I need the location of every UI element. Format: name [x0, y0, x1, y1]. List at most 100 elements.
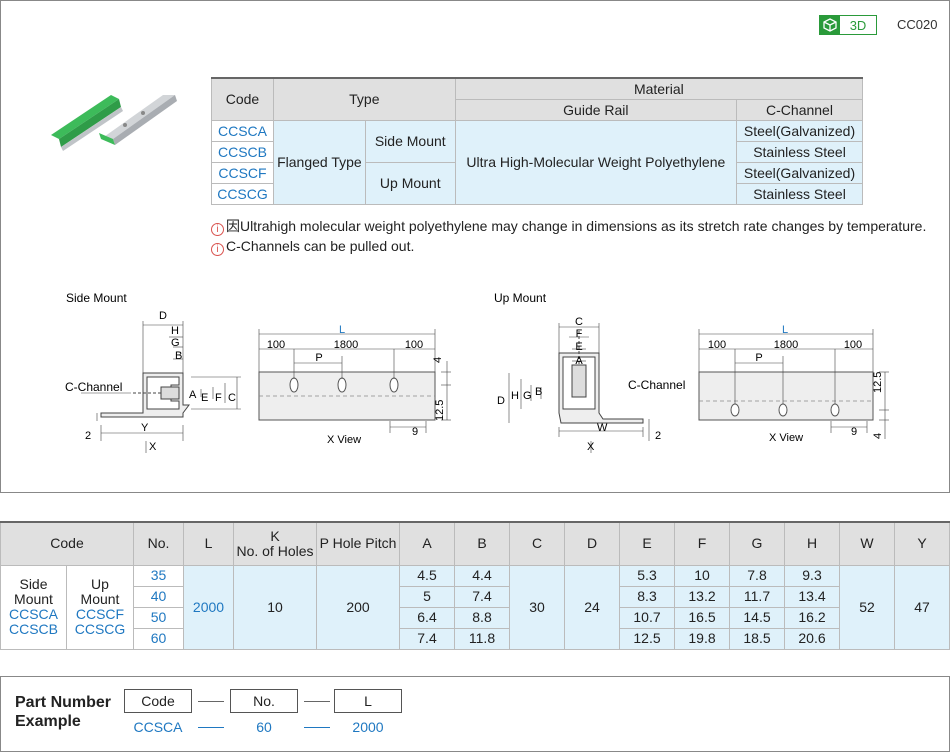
code-link[interactable]: CCSCF — [75, 606, 125, 622]
side-mount-title: Side Mount — [66, 291, 127, 305]
header-code: Code — [0, 521, 134, 566]
catalog-code: CC020 — [897, 17, 938, 32]
header-c: C — [509, 521, 565, 566]
header-e: E — [619, 521, 675, 566]
example-no-box: No. — [230, 689, 298, 713]
up-mount-title: Up Mount — [494, 291, 547, 305]
dim-label: H — [171, 325, 179, 337]
c-channel-callout: C-Channel — [628, 378, 685, 392]
dim-label: D — [497, 395, 505, 407]
example-code-value: CCSCA — [133, 719, 183, 735]
dim-label: 2 — [655, 430, 661, 442]
g-value: 11.7 — [729, 585, 785, 608]
side-mount-drawing: Side Mount D H G B A E F C C-Channel 2 Y — [65, 291, 451, 453]
no-value[interactable]: 40 — [133, 585, 184, 608]
side-label: Side — [19, 576, 48, 592]
dim-label: A — [575, 355, 583, 367]
dim-label: 9 — [851, 426, 857, 438]
a-value: 7.4 — [399, 627, 455, 650]
dim-label: E — [575, 341, 582, 353]
dim-label: 100 — [844, 339, 862, 351]
l-value[interactable]: 2000 — [183, 564, 234, 650]
c-value: 30 — [509, 564, 565, 650]
no-value[interactable]: 50 — [133, 606, 184, 629]
dim-label: 4 — [432, 357, 444, 363]
dim-label: 100 — [708, 339, 726, 351]
code-link[interactable]: CCSCG — [74, 621, 126, 637]
up-label: Up — [91, 576, 109, 592]
dim-label: E — [201, 392, 208, 404]
e-value: 8.3 — [619, 585, 675, 608]
dim-label: X — [149, 441, 157, 453]
e-value: 5.3 — [619, 564, 675, 587]
type-main: Flanged Type — [272, 119, 366, 205]
k-value: 10 — [233, 564, 317, 650]
x-view-label: X View — [327, 434, 361, 446]
dim-label: 12.5 — [434, 400, 446, 421]
f-value: 16.5 — [674, 606, 730, 629]
up-mount-codes: Up Mount CCSCF CCSCG — [66, 564, 134, 650]
b-value: 8.8 — [454, 606, 510, 629]
3d-button[interactable]: 3D — [819, 15, 877, 35]
dim-label: 9 — [412, 426, 418, 438]
side-mount-codes: Side Mount CCSCA CCSCB — [0, 564, 67, 650]
dim-label: L — [339, 324, 345, 336]
spec-table: Code Type Material Guide Rail C-Channel … — [211, 77, 864, 205]
up-mount-drawing: Up Mount C F E A D H G B C-Channel W 2 X — [494, 291, 889, 453]
dim-label: P — [755, 352, 762, 364]
c-channel-material: Steel(Galvanized) — [736, 119, 863, 142]
side-label: Mount — [14, 591, 53, 607]
dim-label: C — [575, 316, 583, 328]
header-k-line2: No. of Holes — [236, 542, 314, 559]
dim-label: L — [782, 324, 788, 336]
f-value: 19.8 — [674, 627, 730, 650]
part-number-example: Part Number Example Code No. L CCSCA 60 … — [0, 676, 950, 752]
code-link[interactable]: CCSCA — [8, 606, 58, 622]
dim-label: 100 — [405, 339, 423, 351]
type-side: Side Mount — [364, 119, 456, 163]
c-channel-callout: C-Channel — [65, 380, 122, 394]
f-value: 13.2 — [674, 585, 730, 608]
guide-rail-material: Ultra High-Molecular Weight Polyethylene — [454, 119, 738, 205]
header-f: F — [674, 521, 730, 566]
table-row: 60 7.4 11.8 12.5 19.8 18.5 20.6 — [1, 627, 950, 650]
example-dash — [198, 701, 224, 702]
dim-label: H — [511, 390, 519, 402]
dim-label: Y — [141, 422, 149, 434]
code-link[interactable]: CCSCB — [8, 621, 58, 637]
dim-label: 1800 — [334, 339, 358, 351]
code-link[interactable]: CCSCA — [211, 119, 274, 142]
b-value: 7.4 — [454, 585, 510, 608]
code-link[interactable]: CCSCB — [211, 140, 274, 163]
w-value: 52 — [839, 564, 895, 650]
h-value: 13.4 — [784, 585, 840, 608]
dim-label: 4 — [872, 433, 884, 439]
code-link[interactable]: CCSCF — [211, 161, 274, 184]
dim-label: W — [597, 422, 608, 434]
3d-label: 3D — [849, 17, 867, 33]
b-value: 4.4 — [454, 564, 510, 587]
e-value: 10.7 — [619, 606, 675, 629]
no-value[interactable]: 60 — [133, 627, 184, 650]
header-a: A — [399, 521, 455, 566]
code-link[interactable]: CCSCG — [211, 182, 274, 205]
g-value: 18.5 — [729, 627, 785, 650]
d-value: 24 — [564, 564, 620, 650]
header-b: B — [454, 521, 510, 566]
a-value: 6.4 — [399, 606, 455, 629]
example-title-line: Part Number — [15, 694, 112, 711]
dim-label: P — [315, 352, 322, 364]
dim-label: G — [171, 337, 180, 349]
dim-label: B — [175, 350, 182, 362]
header-l: L — [183, 521, 234, 566]
no-value[interactable]: 35 — [133, 564, 184, 587]
dim-label: B — [535, 386, 542, 398]
header-d: D — [564, 521, 620, 566]
type-up: Up Mount — [364, 161, 456, 205]
dim-label: A — [189, 389, 197, 401]
c-channel-material: Stainless Steel — [736, 182, 863, 205]
